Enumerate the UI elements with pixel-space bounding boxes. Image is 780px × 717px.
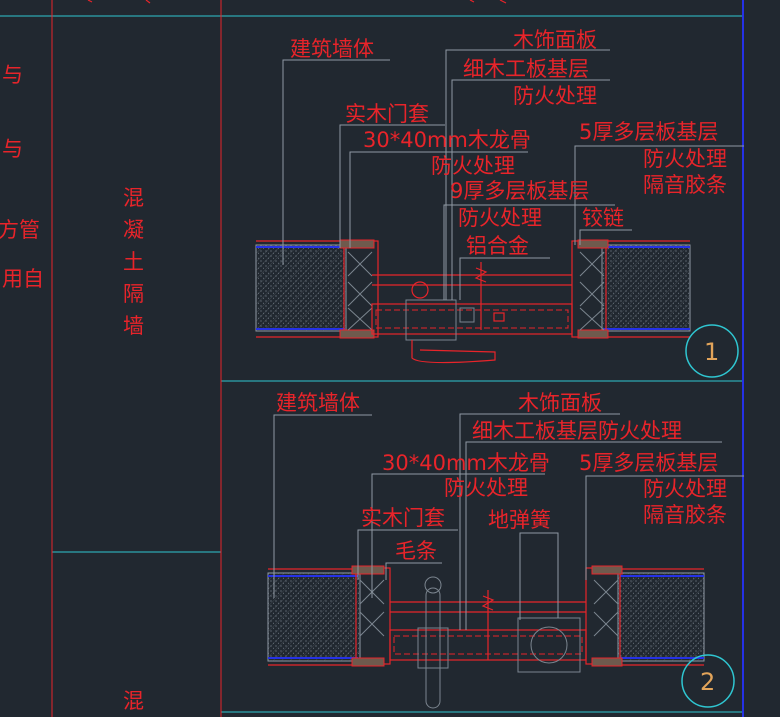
label-aluminum: 铝合金 [466, 234, 529, 258]
label-fireproof-a: 防火处理 [513, 84, 597, 108]
side-column: 与 与 方管 用自 [0, 63, 44, 291]
table-grid [0, 0, 744, 717]
label-wood-panel: 木饰面板 [513, 28, 597, 52]
door-leaf-1 [371, 303, 573, 335]
label2-plywood-5: 5厚多层板基层 [579, 451, 718, 475]
label-fireproof-c: 防火处理 [458, 206, 542, 230]
label2-sound-strip: 隔音胶条 [643, 503, 727, 527]
wall-char-3: 土 [123, 250, 144, 274]
lock-cylinder-1 [411, 281, 429, 299]
label-blockboard-base: 细木工板基层 [463, 57, 589, 81]
label2-building-wall: 建筑墙体 [276, 391, 360, 415]
door-casing-left-2 [355, 567, 391, 665]
floor-spring-box [517, 617, 581, 673]
label-hinge: 铰链 [582, 206, 624, 230]
wall-char-4: 隔 [123, 282, 144, 306]
label-wood-keel: 30*40mm木龙骨 [363, 128, 531, 152]
label2-wood-panel: 木饰面板 [518, 391, 602, 415]
detail-marker-1-number: 1 [704, 338, 719, 366]
detail-marker-2 [681, 654, 735, 708]
side-text-1: 与 [2, 63, 23, 87]
label-plywood-9: 9厚多层板基层 [450, 179, 589, 203]
label-fireproof-d: 防火处理 [643, 147, 727, 171]
label2-fireproof-a: 防火处理 [444, 476, 528, 500]
label2-floor-spring: 地弹簧 [488, 508, 551, 532]
label2-wood-keel: 30*40mm木龙骨 [382, 451, 550, 475]
side-text-2: 与 [2, 137, 23, 161]
door-casing-left-1 [343, 240, 379, 338]
wall-char-1: 混 [123, 186, 144, 210]
label2-fireproof-b: 防火处理 [643, 477, 727, 501]
label-sound-strip: 隔音胶条 [643, 173, 727, 197]
side-text-3: 方管 [0, 218, 40, 242]
wall-type-column: 混 凝 土 隔 墙 混 [123, 186, 144, 713]
detail-2: 建筑墙体 木饰面板 细木工板基层防火处理 30*40mm木龙骨 防火处理 实木门… [267, 391, 744, 709]
detail-marker-2-number: 2 [700, 668, 715, 696]
wall-char-5: 墙 [123, 314, 144, 338]
detail-1: 建筑墙体 木饰面板 细木工板基层 防火处理 实木门套 30*40mm木龙骨 防火… [255, 28, 744, 378]
detail-marker-1 [685, 324, 739, 378]
label2-solid-wood-casing: 实木门套 [361, 506, 445, 530]
label-building-wall: 建筑墙体 [290, 37, 374, 61]
label-plywood-5: 5厚多层板基层 [579, 120, 718, 144]
label2-felt-strip: 毛条 [395, 539, 437, 563]
label-fireproof-b: 防火处理 [431, 154, 515, 178]
label-solid-wood-casing: 实木门套 [345, 102, 429, 126]
label2-blockboard-fire: 细木工板基层防火处理 [472, 419, 682, 443]
pull-handle-2 [425, 587, 441, 709]
side-text-4: 用自 [2, 267, 44, 291]
wall-char-2: 凝 [123, 218, 144, 242]
wall2-char-1: 混 [123, 689, 144, 713]
door-handle-1 [411, 340, 496, 364]
